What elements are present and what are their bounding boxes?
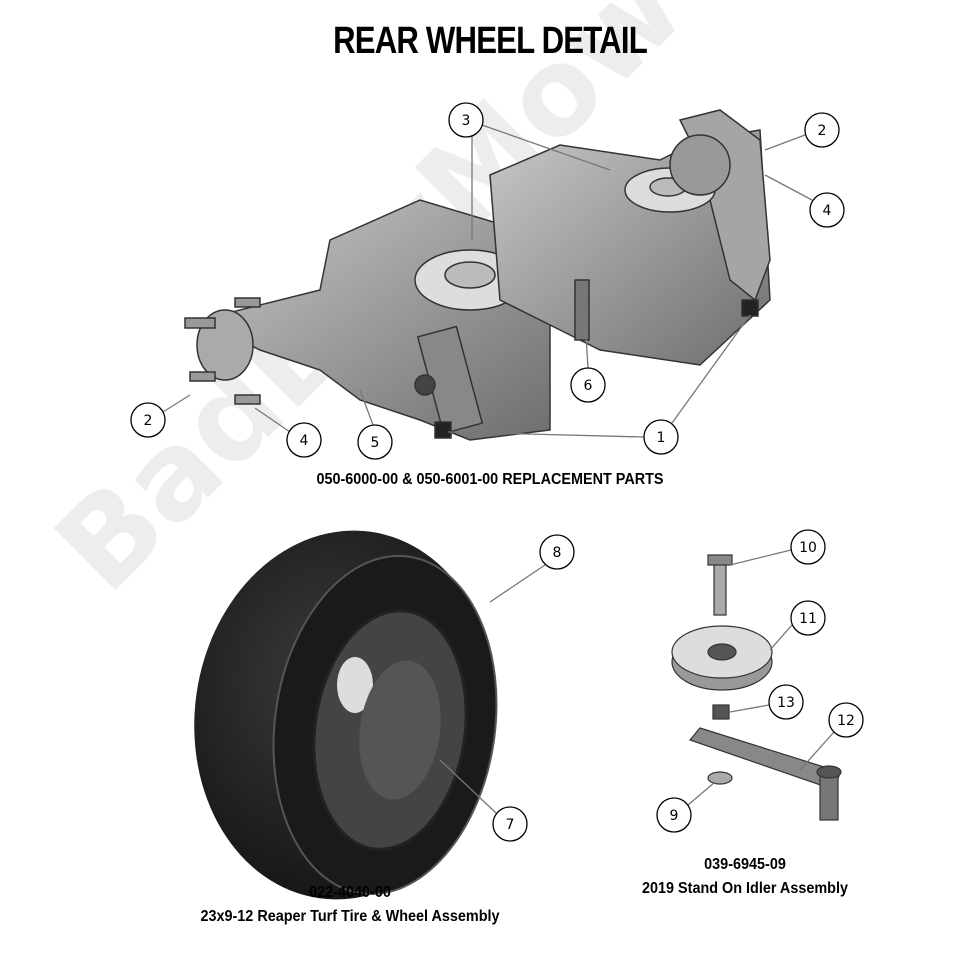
callout-10: 10 <box>799 540 817 556</box>
callout-4: 4 <box>300 433 309 449</box>
callout-2: 2 <box>144 413 153 429</box>
callout-7: 7 <box>506 817 515 833</box>
callout-circles <box>130 102 864 842</box>
spacer <box>712 704 730 720</box>
callout-4: 4 <box>823 203 832 219</box>
callout-2: 2 <box>818 123 827 139</box>
callout-6: 6 <box>584 378 593 394</box>
tire-and-wheel <box>194 530 498 900</box>
idler-assembly <box>671 554 842 821</box>
left-transaxle <box>184 199 551 441</box>
callout-11: 11 <box>799 611 817 627</box>
callout-5: 5 <box>371 435 380 451</box>
callout-3: 3 <box>462 113 471 129</box>
leader-lines <box>162 124 835 814</box>
callout-9: 9 <box>670 808 679 824</box>
tire-part-number: 022-4040-00 <box>309 884 391 901</box>
callout-1: 1 <box>657 430 666 446</box>
idler-part-number: 039-6945-09 <box>704 856 786 873</box>
right-transaxle <box>489 109 771 366</box>
page-title: REAR WHEEL DETAIL <box>333 20 648 62</box>
callout-12: 12 <box>837 713 855 729</box>
transaxle-caption: 050-6000-00 & 050-6001-00 REPLACEMENT PA… <box>316 471 664 488</box>
idler-description: 2019 Stand On Idler Assembly <box>642 880 848 897</box>
callout-13: 13 <box>777 695 795 711</box>
washer <box>707 771 733 785</box>
tire-description: 23x9-12 Reaper Turf Tire & Wheel Assembl… <box>200 908 500 925</box>
bolt <box>713 559 727 616</box>
callout-8: 8 <box>553 545 562 561</box>
